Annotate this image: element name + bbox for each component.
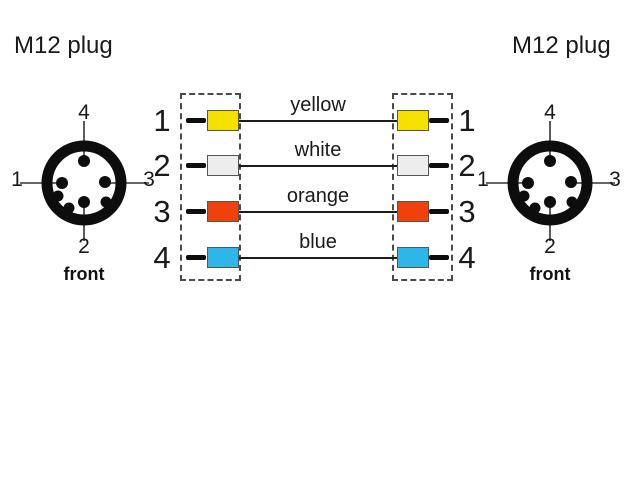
wire-color-label: white (294, 139, 342, 161)
right-plug-housing-box (392, 93, 453, 281)
wire-stub (186, 118, 206, 123)
left-connector-pin4-label: 4 (78, 101, 90, 124)
wire-line (239, 120, 397, 122)
wire-terminal-chip (207, 110, 239, 131)
wire-stub (429, 118, 449, 123)
left-connector-pin3-label: 3 (143, 168, 155, 191)
wire-terminal-chip (397, 247, 429, 268)
wire-stub (186, 255, 206, 260)
wire-row-white: 2 white 2 (146, 139, 494, 189)
left-connector-front-caption: front (63, 264, 105, 284)
right-pin-number: 4 (458, 240, 476, 275)
wire-stub (186, 163, 206, 168)
wire-terminal-chip (397, 110, 429, 131)
wire-row-orange: 3 orange 3 (146, 185, 494, 235)
left-pin-number: 4 (153, 240, 171, 275)
right-connector-pin1-label: 1 (477, 168, 489, 191)
left-connector-pin1-label: 1 (11, 168, 23, 191)
left-connector-pin2-label: 2 (78, 235, 90, 258)
wire-stub (186, 209, 206, 214)
left-pin-number: 1 (153, 103, 171, 138)
wire-row-yellow: 1 yellow 1 (146, 94, 494, 144)
wire-terminal-chip (397, 155, 429, 176)
wire-stub (429, 255, 449, 260)
left-pin-number: 3 (153, 194, 171, 229)
wire-stub (429, 163, 449, 168)
m12-connector-front-icon (486, 121, 615, 241)
right-connector-pin4-label: 4 (544, 101, 556, 124)
wire-terminal-chip (207, 201, 239, 222)
right-connector-face: 4 1 3 2 front (470, 95, 630, 287)
right-pin-number: 2 (458, 148, 476, 183)
right-connector-front-caption: front (529, 264, 571, 284)
m12-connector-front-icon (20, 121, 149, 241)
wire-stub (429, 209, 449, 214)
title-left-plug: M12 plug (14, 32, 113, 59)
wire-color-label: orange (286, 185, 350, 207)
wire-color-label: yellow (290, 94, 346, 116)
wire-line (239, 211, 397, 213)
wire-line (239, 257, 397, 259)
left-plug-housing-box (180, 93, 241, 281)
right-connector-pin3-label: 3 (609, 168, 621, 191)
right-pin-number: 1 (458, 103, 476, 138)
wire-color-label: blue (299, 231, 337, 253)
right-pin-number: 3 (458, 194, 476, 229)
wire-row-blue: 4 blue 4 (146, 231, 494, 281)
title-right-plug: M12 plug (512, 32, 611, 59)
left-connector-face: 4 1 3 2 front (4, 95, 164, 287)
wire-terminal-chip (207, 155, 239, 176)
wire-terminal-chip (397, 201, 429, 222)
wire-terminal-chip (207, 247, 239, 268)
wire-line (239, 165, 397, 167)
left-pin-number: 2 (153, 148, 171, 183)
right-connector-pin2-label: 2 (544, 235, 556, 258)
